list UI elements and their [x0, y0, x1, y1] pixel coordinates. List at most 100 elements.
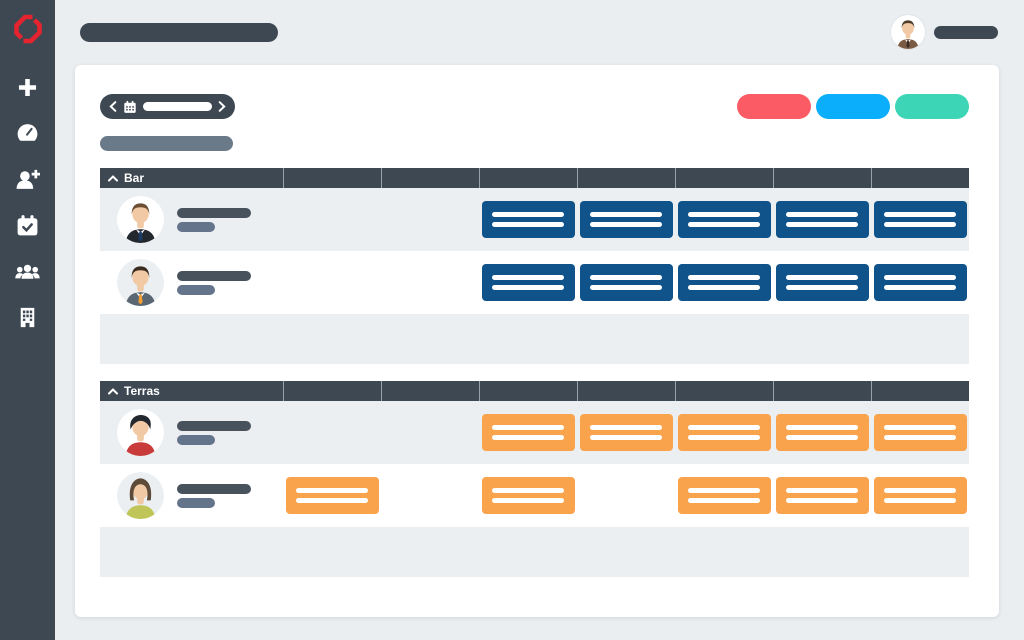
shift-block[interactable]	[481, 477, 575, 514]
employee-name-placeholder	[177, 420, 251, 431]
day-cell	[577, 251, 675, 314]
day-column-header	[871, 381, 969, 401]
employee-name-block	[177, 207, 251, 232]
shift-text-placeholder	[491, 435, 565, 440]
employee-cell	[100, 251, 283, 314]
shift-block[interactable]	[775, 477, 869, 514]
day-column-header	[773, 168, 871, 188]
section-collapse-toggle[interactable]: Terras	[100, 381, 283, 401]
user-menu[interactable]	[891, 15, 998, 49]
shift-text-placeholder	[785, 498, 859, 503]
shift-block[interactable]	[873, 477, 967, 514]
shift-block[interactable]	[677, 414, 771, 451]
shift-block[interactable]	[873, 414, 967, 451]
shift-block[interactable]	[677, 201, 771, 238]
day-column-header	[577, 168, 675, 188]
day-cell[interactable]	[381, 401, 479, 464]
shift-block[interactable]	[775, 201, 869, 238]
day-column-header	[283, 168, 381, 188]
shift-block[interactable]	[873, 264, 967, 301]
chevron-right-icon[interactable]	[218, 101, 226, 112]
day-cell[interactable]	[577, 464, 675, 527]
employee-name-block	[177, 270, 251, 295]
dashboard-icon[interactable]	[14, 120, 41, 147]
shift-text-placeholder	[589, 435, 663, 440]
shift-text-placeholder	[883, 425, 957, 430]
employee-avatar	[117, 259, 164, 306]
section-label: Bar	[124, 171, 145, 185]
shift-text-placeholder	[687, 498, 761, 503]
shift-block[interactable]	[481, 201, 575, 238]
day-cell[interactable]	[283, 401, 381, 464]
shift-block[interactable]	[579, 414, 673, 451]
day-cell	[283, 464, 381, 527]
day-cell	[773, 188, 871, 251]
shift-block[interactable]	[873, 201, 967, 238]
shift-text-placeholder	[491, 425, 565, 430]
team-icon[interactable]	[14, 258, 41, 285]
employee-name-block	[177, 420, 251, 445]
add-employee-icon[interactable]	[14, 166, 41, 193]
shift-text-placeholder	[687, 285, 761, 290]
shift-block[interactable]	[775, 264, 869, 301]
day-column-header	[871, 168, 969, 188]
shift-text-placeholder	[687, 425, 761, 430]
shift-block[interactable]	[677, 477, 771, 514]
shift-text-placeholder	[491, 275, 565, 280]
chevron-left-icon[interactable]	[109, 101, 117, 112]
shift-text-placeholder	[295, 488, 369, 493]
day-column-header	[773, 381, 871, 401]
chevron-up-icon	[108, 171, 118, 185]
day-cell[interactable]	[283, 188, 381, 251]
day-cell[interactable]	[381, 464, 479, 527]
day-cell	[675, 188, 773, 251]
shift-text-placeholder	[687, 275, 761, 280]
day-cell	[773, 251, 871, 314]
filter-red-button[interactable]	[737, 94, 811, 119]
company-building-icon[interactable]	[14, 304, 41, 331]
shift-text-placeholder	[491, 285, 565, 290]
section-title-placeholder	[100, 136, 233, 151]
shift-block[interactable]	[285, 477, 379, 514]
shift-text-placeholder	[687, 222, 761, 227]
day-column-header	[675, 168, 773, 188]
section-collapse-toggle[interactable]: Bar	[100, 168, 283, 188]
employee-row	[100, 464, 969, 527]
shift-block[interactable]	[481, 264, 575, 301]
shift-block[interactable]	[579, 201, 673, 238]
day-column-header	[381, 168, 479, 188]
employee-row	[100, 251, 969, 314]
shift-block[interactable]	[677, 264, 771, 301]
shift-text-placeholder	[589, 222, 663, 227]
sidebar-nav	[14, 74, 41, 331]
shift-text-placeholder	[883, 498, 957, 503]
sidebar	[0, 0, 55, 640]
day-cell[interactable]	[381, 188, 479, 251]
filter-blue-button[interactable]	[816, 94, 890, 119]
day-cell	[479, 464, 577, 527]
day-cell	[773, 464, 871, 527]
employee-name-block	[177, 483, 251, 508]
day-cell	[479, 251, 577, 314]
page-title-placeholder	[80, 23, 278, 42]
plus-icon[interactable]	[14, 74, 41, 101]
section-gap	[100, 364, 969, 381]
section-header-terras[interactable]: Terras	[100, 381, 969, 401]
schedule-calendar-icon[interactable]	[14, 212, 41, 239]
section-header-bar[interactable]: Bar	[100, 168, 969, 188]
shift-text-placeholder	[589, 285, 663, 290]
day-cell	[675, 401, 773, 464]
shift-block[interactable]	[579, 264, 673, 301]
day-column-header	[381, 381, 479, 401]
shift-block[interactable]	[775, 414, 869, 451]
user-avatar[interactable]	[891, 15, 925, 49]
day-cell[interactable]	[381, 251, 479, 314]
day-column-header	[283, 381, 381, 401]
day-cell	[577, 188, 675, 251]
date-navigator[interactable]	[100, 94, 235, 119]
empty-schedule-row	[100, 314, 969, 364]
shift-block[interactable]	[481, 414, 575, 451]
app-logo[interactable]	[11, 12, 45, 46]
day-cell[interactable]	[283, 251, 381, 314]
filter-teal-button[interactable]	[895, 94, 969, 119]
